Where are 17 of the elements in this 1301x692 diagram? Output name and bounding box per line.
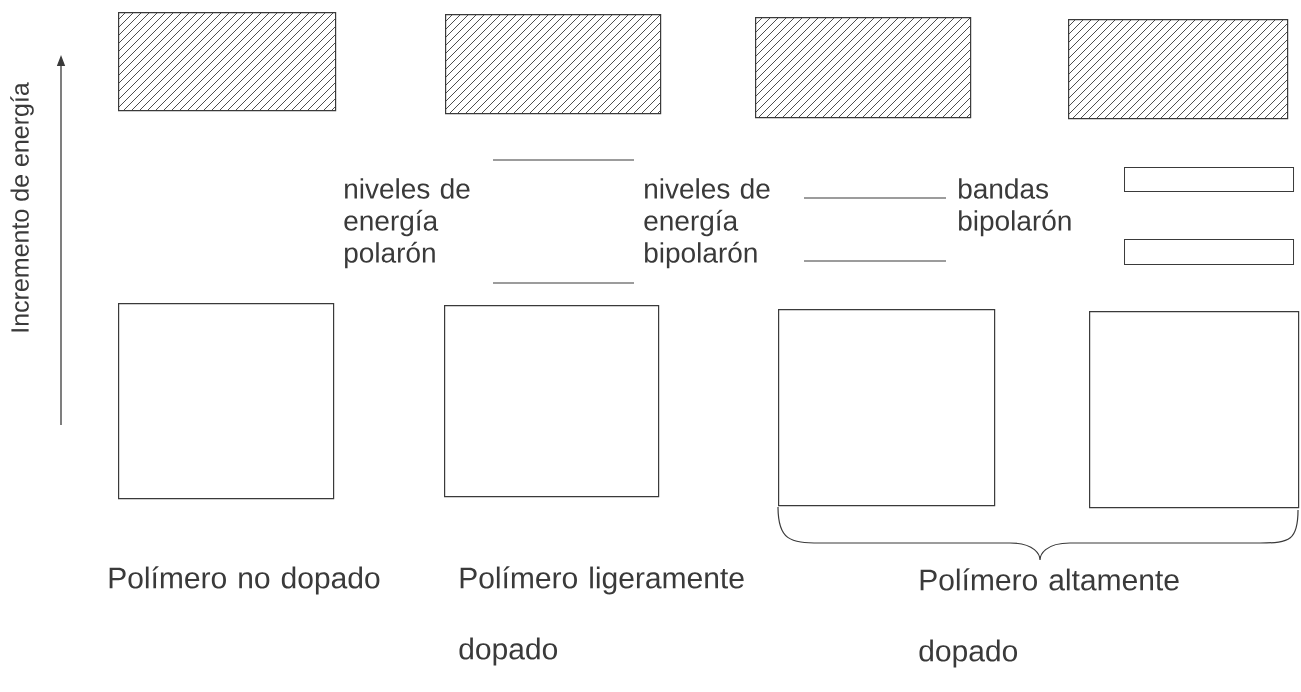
label-text: Polímero altamente dopado [919, 568, 1179, 668]
hatched-band [1068, 19, 1289, 120]
band-box [1089, 311, 1300, 509]
band-box [444, 305, 660, 498]
hatched-band [118, 12, 337, 112]
label-text: bandas bipolarón [959, 178, 1071, 237]
band-box [778, 309, 996, 507]
band-rectangle [1124, 167, 1294, 192]
band-box [118, 303, 335, 500]
hatched-band [755, 17, 972, 119]
hatched-band [445, 14, 662, 115]
axis-label: Incremento de energía [10, 82, 34, 332]
label-text: Polímero no dopado [109, 566, 380, 595]
band-rectangle [1124, 239, 1294, 265]
label-text: niveles de energía bipolarón [644, 178, 770, 269]
label-text: niveles de energía polarón [344, 178, 470, 269]
label-text: Polímero ligeramente dopado [459, 566, 744, 666]
